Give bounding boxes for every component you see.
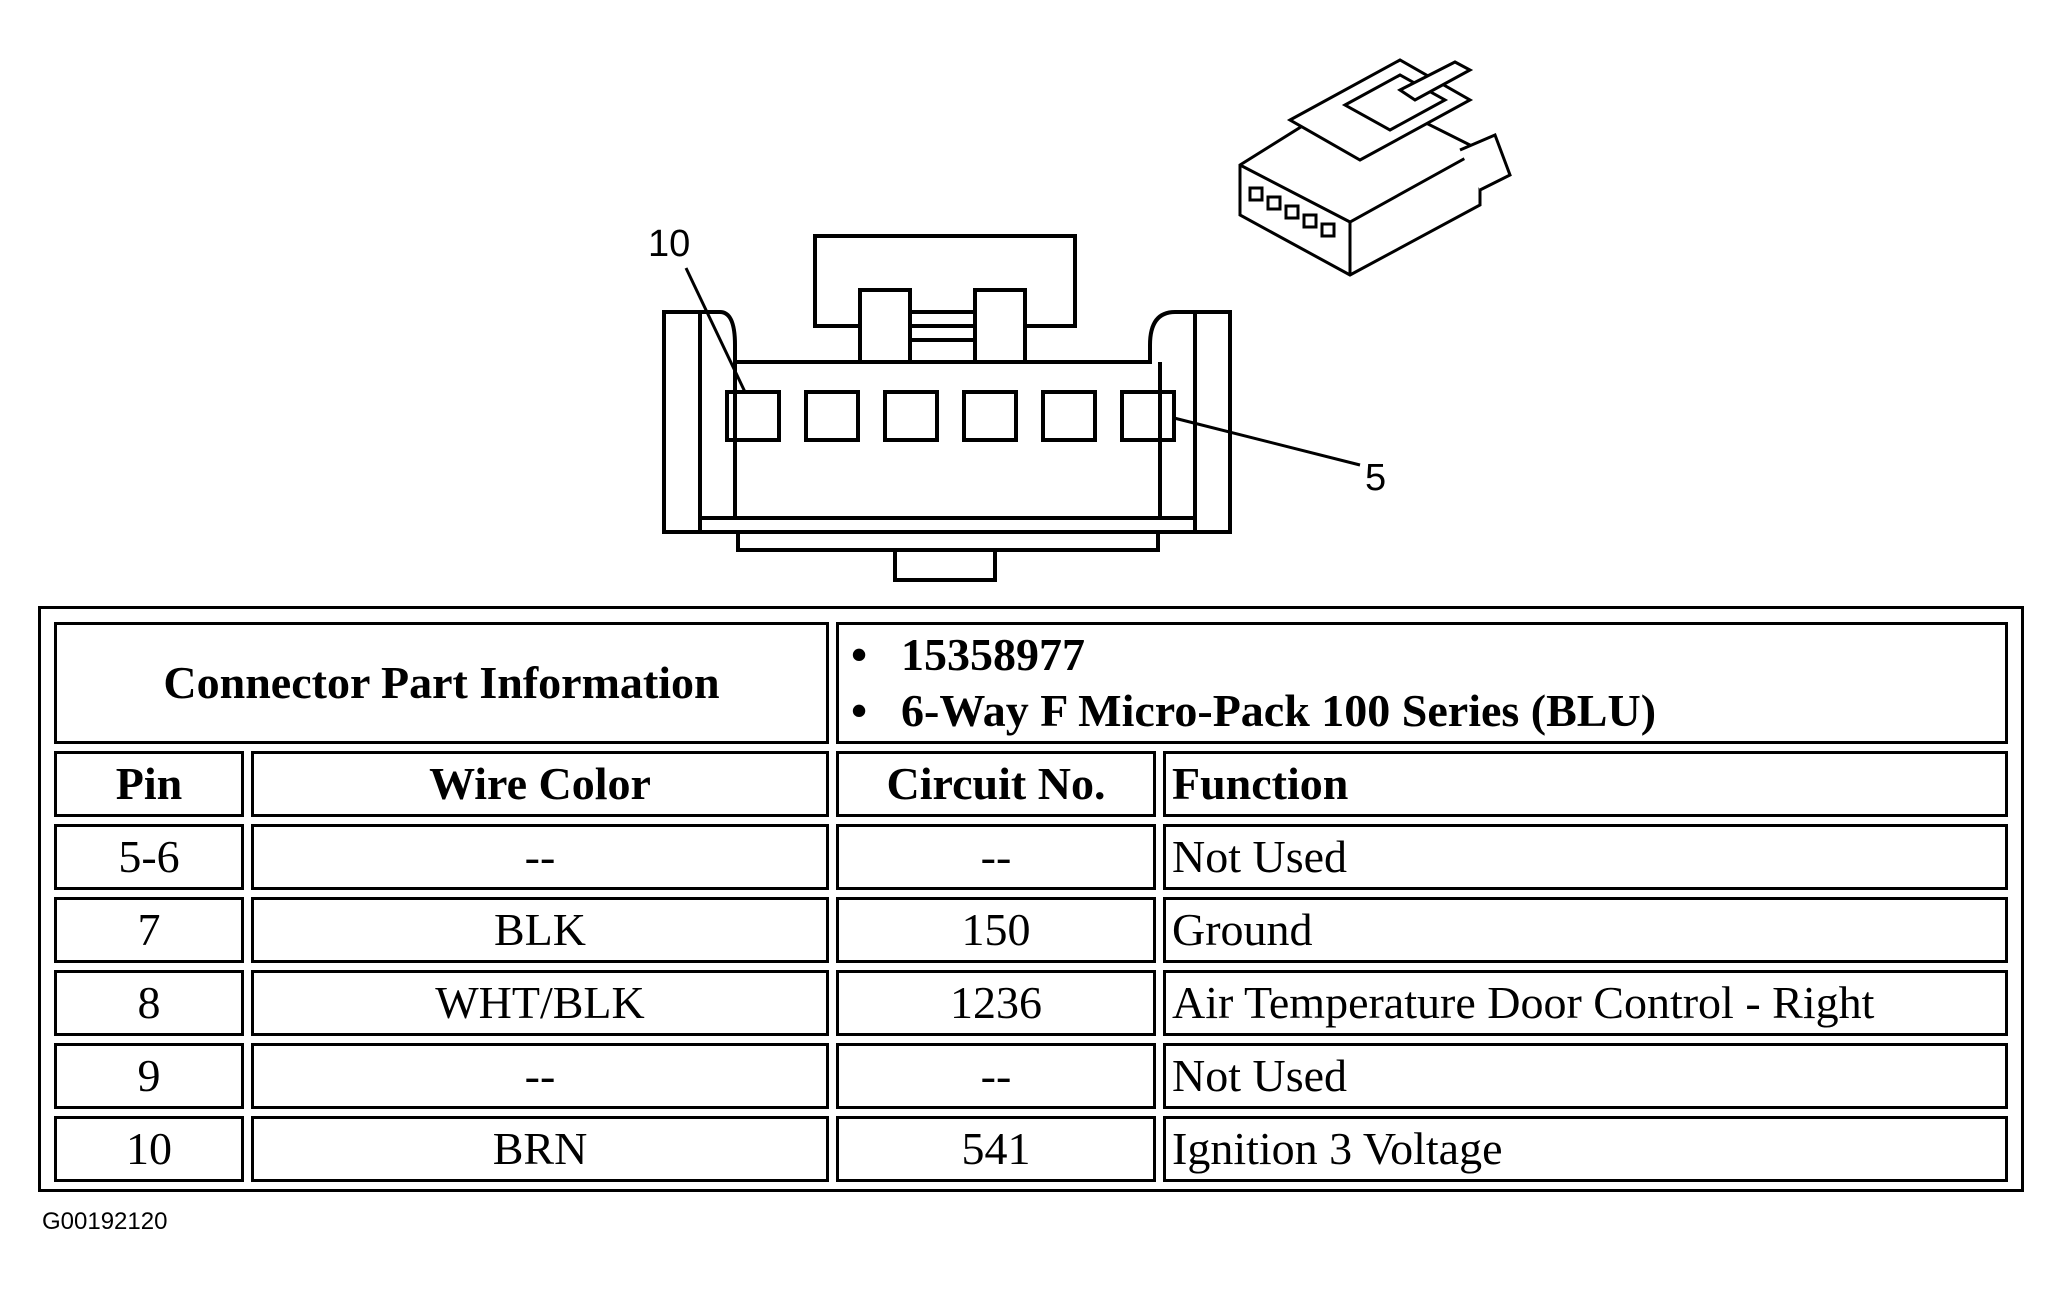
circuit-cell: -- [836,824,1156,890]
circuit-cell: 150 [836,897,1156,963]
column-header-circuit: Circuit No. [836,751,1156,817]
circuit-cell: 1236 [836,970,1156,1036]
column-header-pin: Pin [54,751,244,817]
connector-part-number: 15358977 [851,627,1999,683]
function-cell: Not Used [1163,1043,2008,1109]
connector-face-drawing [662,234,1232,582]
pin-cell: 8 [54,970,244,1036]
wire-color-cell: BRN [251,1116,829,1182]
column-header-function: Function [1163,751,2008,817]
pin-cell: 9 [54,1043,244,1109]
circuit-cell: -- [836,1043,1156,1109]
wire-color-cell: BLK [251,897,829,963]
callout-leaders [684,267,1361,467]
function-cell: Ignition 3 Voltage [1163,1116,2008,1182]
wire-color-cell: -- [251,1043,829,1109]
figure-id: G00192120 [42,1208,168,1235]
connector-pinout-table: Connector Part Information 15358977 6-Wa… [38,606,2024,1192]
table-row: 5-6 -- -- Not Used [54,824,2008,890]
pin-cell: 7 [54,897,244,963]
function-cell: Air Temperature Door Control - Right [1163,970,2008,1036]
table-row: 7 BLK 150 Ground [54,897,2008,963]
table-row: 10 BRN 541 Ignition 3 Voltage [54,1116,2008,1182]
column-header-wire-color: Wire Color [251,751,829,817]
function-cell: Ground [1163,897,2008,963]
circuit-cell: 541 [836,1116,1156,1182]
function-cell: Not Used [1163,824,2008,890]
callout-pin-5: 5 [1365,457,1386,499]
connector-info-label: Connector Part Information [54,622,829,744]
callout-pin-10: 10 [648,223,690,265]
connector-info-details: 15358977 6-Way F Micro-Pack 100 Series (… [836,622,2008,744]
connector-diagram: 10 5 [648,58,1512,582]
wire-color-cell: WHT/BLK [251,970,829,1036]
connector-description: 6-Way F Micro-Pack 100 Series (BLU) [851,683,1999,739]
table-row: 9 -- -- Not Used [54,1043,2008,1109]
pin-cell: 10 [54,1116,244,1182]
pin-cell: 5-6 [54,824,244,890]
wire-color-cell: -- [251,824,829,890]
connector-isometric-drawing [1238,58,1512,277]
table-row: 8 WHT/BLK 1236 Air Temperature Door Cont… [54,970,2008,1036]
